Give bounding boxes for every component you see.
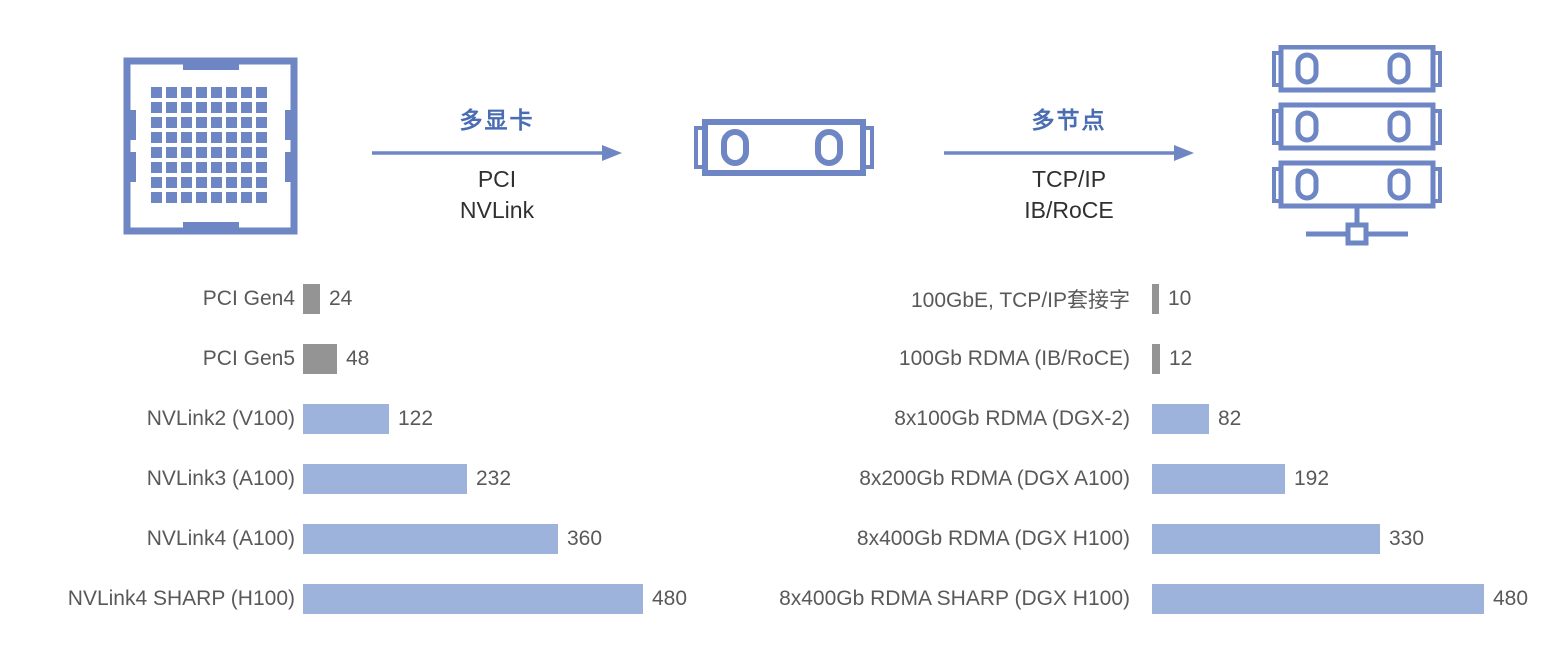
bar [303, 404, 389, 434]
bar-value: 12 [1169, 347, 1193, 370]
bar [303, 344, 337, 374]
protocol-label: PCI [477, 166, 517, 192]
bar-row: NVLink4 (A100) 360 [20, 524, 687, 554]
bar-value: 232 [476, 467, 512, 490]
bar-value: 192 [1294, 467, 1330, 490]
flow-step-title: 多节点 [1031, 107, 1107, 133]
bar-label: NVLink4 (A100) [146, 527, 295, 550]
bar-row: PCI Gen5 48 [20, 344, 687, 374]
bar-row: 100GbE, TCP/IP套接字 10 [738, 284, 1528, 314]
bar-label: NVLink2 (V100) [146, 407, 295, 430]
bar-row: 8x100Gb RDMA (DGX-2) 82 [738, 404, 1528, 434]
bar-value: 360 [567, 527, 603, 550]
bar-row: NVLink2 (V100) 122 [20, 404, 687, 434]
bar-row: 8x400Gb RDMA SHARP (DGX H100) 480 [738, 584, 1528, 614]
bar [303, 584, 643, 614]
bar-label: 100Gb RDMA (IB/RoCE) [898, 347, 1130, 370]
bar [1152, 344, 1160, 374]
server-rack-cluster-icon [1272, 45, 1442, 251]
bar-label: 8x100Gb RDMA (DGX-2) [894, 407, 1130, 430]
protocol-label: NVLink [459, 197, 535, 223]
bar [1152, 284, 1159, 314]
protocol-label: TCP/IP [1031, 166, 1107, 192]
right-arrow-icon [944, 145, 1194, 161]
flow-step-title: 多显卡 [459, 107, 535, 133]
bar-label: 8x400Gb RDMA SHARP (DGX H100) [779, 587, 1130, 610]
bar-value: 330 [1389, 527, 1425, 550]
bar [1152, 524, 1380, 554]
bar-row: 8x400Gb RDMA (DGX H100) 330 [738, 524, 1528, 554]
bar [1152, 404, 1209, 434]
bar-label: NVLink3 (A100) [146, 467, 295, 490]
bar-label: PCI Gen4 [202, 287, 295, 310]
bar-label: 8x200Gb RDMA (DGX A100) [859, 467, 1130, 490]
server-node-icon [694, 119, 874, 176]
bar-row: 100Gb RDMA (IB/RoCE) 12 [738, 344, 1528, 374]
protocol-label: IB/RoCE [1024, 197, 1114, 223]
gpu-chip-icon [123, 57, 298, 235]
bar [303, 524, 558, 554]
bar [1152, 464, 1285, 494]
bar [1152, 584, 1484, 614]
bar-row: PCI Gen4 24 [20, 284, 687, 314]
flow-step-multi-gpu: 多显卡 PCI NVLink [369, 101, 625, 226]
bar-value: 24 [329, 287, 353, 310]
bar-label: 100GbE, TCP/IP套接字 [910, 289, 1130, 312]
bar-value: 480 [1493, 587, 1529, 610]
bar-row: 8x200Gb RDMA (DGX A100) 192 [738, 464, 1528, 494]
bar-label: 8x400Gb RDMA (DGX H100) [856, 527, 1130, 550]
bar-label: PCI Gen5 [202, 347, 295, 370]
bar-value: 480 [652, 587, 688, 610]
bar [303, 464, 467, 494]
bar-value: 48 [346, 347, 370, 370]
bar-value: 82 [1218, 407, 1242, 430]
bar-value: 122 [398, 407, 434, 430]
flow-step-multi-node: 多节点 TCP/IP IB/RoCE [941, 101, 1197, 226]
bar-label: NVLink4 SHARP (H100) [67, 587, 295, 610]
bar-row: NVLink4 SHARP (H100) 480 [20, 584, 687, 614]
right-arrow-icon [372, 145, 622, 161]
bar-row: NVLink3 (A100) 232 [20, 464, 687, 494]
bar-value: 10 [1168, 287, 1192, 310]
bar [303, 284, 320, 314]
